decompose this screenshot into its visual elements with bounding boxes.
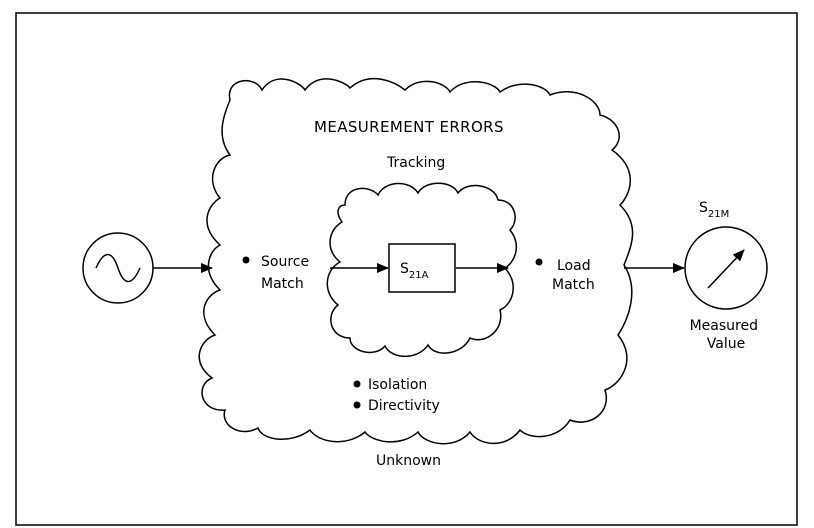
dut-box xyxy=(388,243,456,293)
tracking-label: Tracking xyxy=(386,155,445,171)
directivity-label: Directivity xyxy=(368,398,440,414)
page-frame xyxy=(15,12,798,526)
bullet-source-match xyxy=(242,256,250,264)
tracking-cloud xyxy=(326,182,518,358)
measured-value-label: Measured Value xyxy=(690,318,763,352)
sine-wave xyxy=(95,253,141,283)
measurement-errors-title: MEASUREMENT ERRORS xyxy=(314,118,504,136)
bullet-load-match xyxy=(535,258,543,266)
isolation-label: Isolation xyxy=(368,377,427,393)
load-match-label: Load Match xyxy=(552,258,595,293)
measurement-errors-cloud xyxy=(198,77,634,445)
bullet-isolation xyxy=(353,380,361,388)
dut-label: S21A xyxy=(400,261,429,281)
meter-label: S21M xyxy=(699,200,729,220)
meter-needle xyxy=(707,249,745,289)
source-match-label: Source Match xyxy=(261,254,314,292)
bullet-directivity xyxy=(353,401,361,409)
unknown-label: Unknown xyxy=(376,453,441,469)
meter-dial-icon xyxy=(684,226,768,310)
